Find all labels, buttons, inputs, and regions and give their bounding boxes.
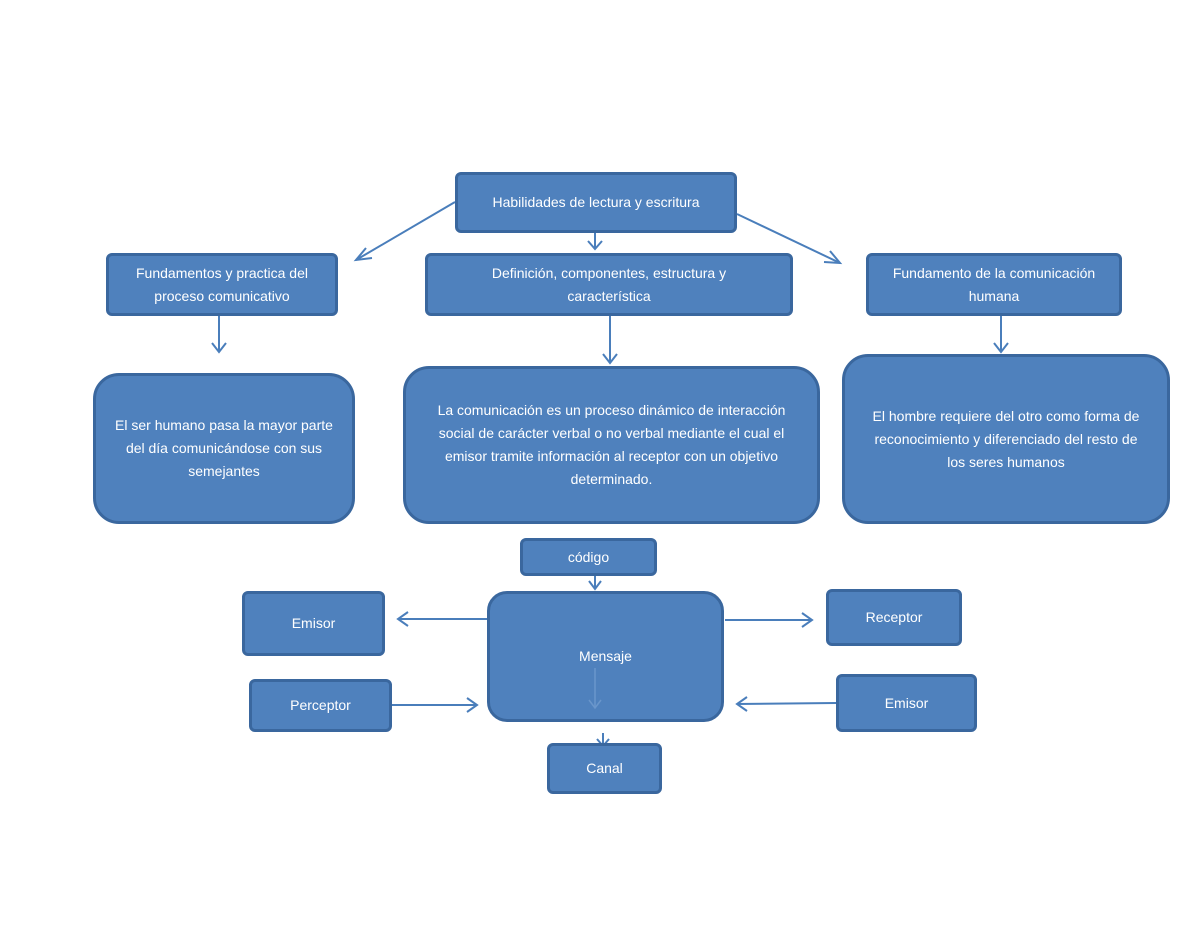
receiver-node: Receptor (826, 589, 962, 646)
message-node: Mensaje (487, 591, 724, 722)
message-label: Mensaje (579, 648, 632, 664)
branch-detail-center: La comunicación es un proceso dinámico d… (403, 366, 820, 524)
perceiver-label: Perceptor (290, 697, 351, 713)
channel-label: Canal (586, 760, 623, 776)
sender-left-node: Emisor (242, 591, 385, 656)
branch-detail-left-text: El ser humano pasa la mayor parte del dí… (115, 417, 333, 479)
branch-title-left-label: Fundamentos y practica del proceso comun… (136, 264, 308, 304)
perceiver-node: Perceptor (249, 679, 392, 732)
code-label: código (567, 548, 610, 565)
branch-title-center: Definición, componentes, estructura y ca… (425, 253, 793, 316)
sender-left-label: Emisor (291, 615, 336, 631)
root-node: Habilidades de lectura y escritura (455, 172, 737, 233)
root-label: Habilidades de lectura y escritura (492, 194, 700, 210)
branch-detail-center-text: La comunicación es un proceso dinámico d… (437, 402, 786, 487)
code-node: código (520, 538, 657, 576)
branch-title-right: Fundamento de la comunicación humana (866, 253, 1122, 316)
branch-title-right-label: Fundamento de la comunicación humana (892, 264, 1096, 304)
branch-title-left: Fundamentos y practica del proceso comun… (106, 253, 338, 316)
sender-right-node: Emisor (836, 674, 977, 732)
receiver-label: Receptor (865, 609, 923, 625)
branch-detail-right-text: El hombre requiere del otro como forma d… (872, 407, 1140, 470)
arrow-root-to-left (355, 201, 456, 261)
branch-detail-left: El ser humano pasa la mayor parte del dí… (93, 373, 355, 524)
sender-right-label: Emisor (884, 694, 929, 711)
branch-title-center-label: Definición, componentes, estructura y ca… (491, 264, 727, 304)
channel-node: Canal (547, 743, 662, 794)
arrow-emisor-to-message (736, 702, 837, 705)
arrow-root-to-right (736, 213, 841, 264)
branch-detail-right: El hombre requiere del otro como forma d… (842, 354, 1170, 524)
